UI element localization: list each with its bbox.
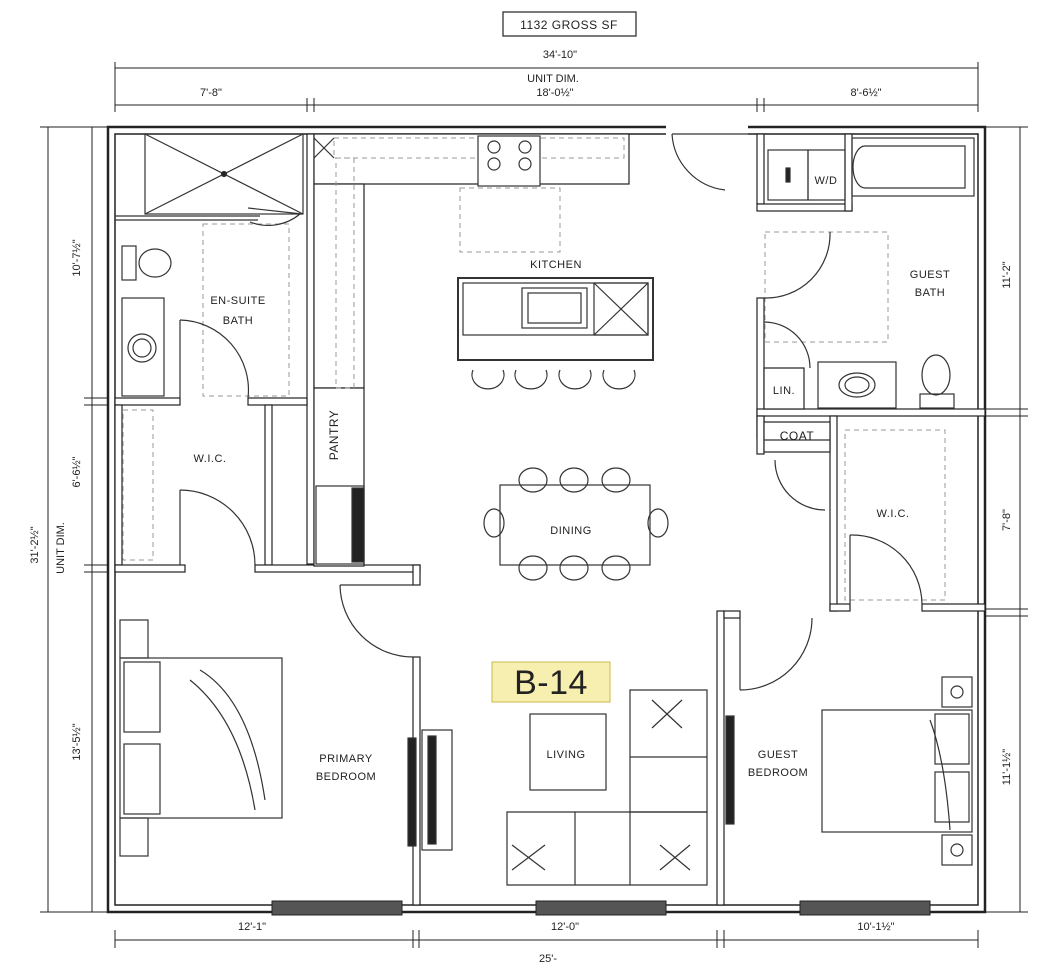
fixtures bbox=[119, 133, 975, 886]
room-wd: W/D bbox=[815, 175, 838, 187]
top-dimensions: 1132 GROSS SF 34'-10" UNIT DIM. 18'-0½" … bbox=[114, 11, 979, 112]
right-lower-dim: 11'-1½" bbox=[1001, 749, 1013, 785]
gross-sf-label: 1132 GROSS SF bbox=[520, 18, 618, 32]
bathtub bbox=[851, 137, 975, 197]
window-primary bbox=[271, 900, 403, 916]
shower-stall bbox=[144, 133, 304, 215]
room-lin: LIN. bbox=[773, 385, 795, 397]
bed-primary bbox=[119, 657, 283, 819]
coffee-table bbox=[529, 713, 607, 791]
door-coat bbox=[774, 459, 826, 511]
room-coat: COAT bbox=[780, 429, 815, 443]
sectional-sofa bbox=[506, 811, 708, 886]
room-dining: DINING bbox=[550, 525, 592, 537]
door-wic-left bbox=[179, 489, 256, 566]
stool-3 bbox=[558, 369, 592, 390]
top-middle-dim: 18'-0½" bbox=[536, 87, 573, 99]
window-living bbox=[535, 900, 667, 916]
bed-guest bbox=[821, 709, 973, 833]
toilet-ensuite bbox=[138, 248, 172, 278]
top-right-dim: 8'-6½" bbox=[850, 87, 881, 99]
left-middle-dim: 6'-6½" bbox=[71, 456, 83, 487]
door-guest-bedroom bbox=[739, 617, 813, 691]
left-dimensions: 31'-2½" UNIT DIM. 10'-7½" 6'-6½" 13'-5½" bbox=[29, 126, 108, 913]
overall-width-dim: 34'-10" bbox=[543, 49, 577, 61]
right-dimensions: 11'-2" 7'-8" 11'-1½" bbox=[985, 126, 1028, 913]
room-living: LIVING bbox=[546, 749, 585, 761]
window-guest bbox=[799, 900, 931, 916]
left-lower-dim: 13'-5½" bbox=[71, 723, 83, 760]
room-kitchen: KITCHEN bbox=[530, 259, 582, 271]
room-pantry: PANTRY bbox=[327, 410, 341, 461]
stool-1 bbox=[471, 369, 505, 390]
room-primary-line1: PRIMARY bbox=[319, 753, 373, 765]
room-guest-bath-line1: GUEST bbox=[910, 269, 950, 281]
kitchen-island bbox=[457, 277, 654, 361]
stool-2 bbox=[514, 369, 548, 390]
bottom-cut-off-dim: 25'- bbox=[539, 953, 557, 962]
left-upper-dim: 10'-7½" bbox=[71, 239, 83, 276]
sink-ensuite bbox=[121, 297, 165, 397]
unit-tag-label: B-14 bbox=[514, 664, 588, 702]
top-left-dim: 7'-8" bbox=[200, 87, 222, 99]
dining-table bbox=[499, 484, 651, 566]
media-console-living bbox=[421, 729, 453, 851]
island-sink bbox=[521, 287, 588, 329]
bottom-left-dim: 12'-1" bbox=[238, 921, 266, 933]
room-guest-bed-line1: GUEST bbox=[758, 749, 798, 761]
interior-walls bbox=[114, 133, 986, 906]
room-wic-left: W.I.C. bbox=[194, 453, 227, 465]
door-wic-right bbox=[849, 534, 923, 605]
room-labels: KITCHEN EN-SUITE BATH W.I.C. PANTRY DINI… bbox=[194, 175, 950, 783]
unit-tag: B-14 bbox=[491, 661, 611, 703]
unit-tag-box bbox=[491, 661, 611, 703]
door-linen bbox=[763, 321, 811, 369]
left-overall-dim: 31'-2½" bbox=[29, 526, 41, 563]
room-guest-bath-line2: BATH bbox=[915, 287, 946, 299]
door-entry bbox=[671, 133, 726, 191]
room-primary-line2: BEDROOM bbox=[316, 771, 376, 783]
door-primary bbox=[339, 584, 414, 658]
room-wic-right: W.I.C. bbox=[877, 508, 910, 520]
left-unit-dim-label: UNIT DIM. bbox=[55, 522, 67, 574]
bottom-middle-dim: 12'-0" bbox=[551, 921, 579, 933]
room-ensuite-line1: EN-SUITE bbox=[210, 295, 265, 307]
room-guest-bed-line2: BEDROOM bbox=[748, 767, 808, 779]
bottom-right-dim: 10'-1½" bbox=[857, 921, 894, 933]
bottom-dimensions: 12'-1" 12'-0" 10'-1½" 25'- bbox=[114, 921, 979, 962]
top-unit-dim-label: UNIT DIM. bbox=[527, 73, 579, 85]
right-upper-dim: 11'-2" bbox=[1001, 261, 1013, 288]
sink-guest bbox=[817, 361, 897, 409]
doors bbox=[179, 133, 923, 691]
toilet-guest bbox=[921, 354, 951, 396]
door-guest-bath bbox=[763, 231, 831, 299]
room-ensuite-line2: BATH bbox=[223, 315, 254, 327]
right-middle-dim: 7'-8" bbox=[1001, 509, 1013, 531]
gross-sf-box bbox=[502, 11, 637, 37]
stool-4 bbox=[602, 369, 636, 390]
door-ensuite bbox=[179, 319, 250, 399]
